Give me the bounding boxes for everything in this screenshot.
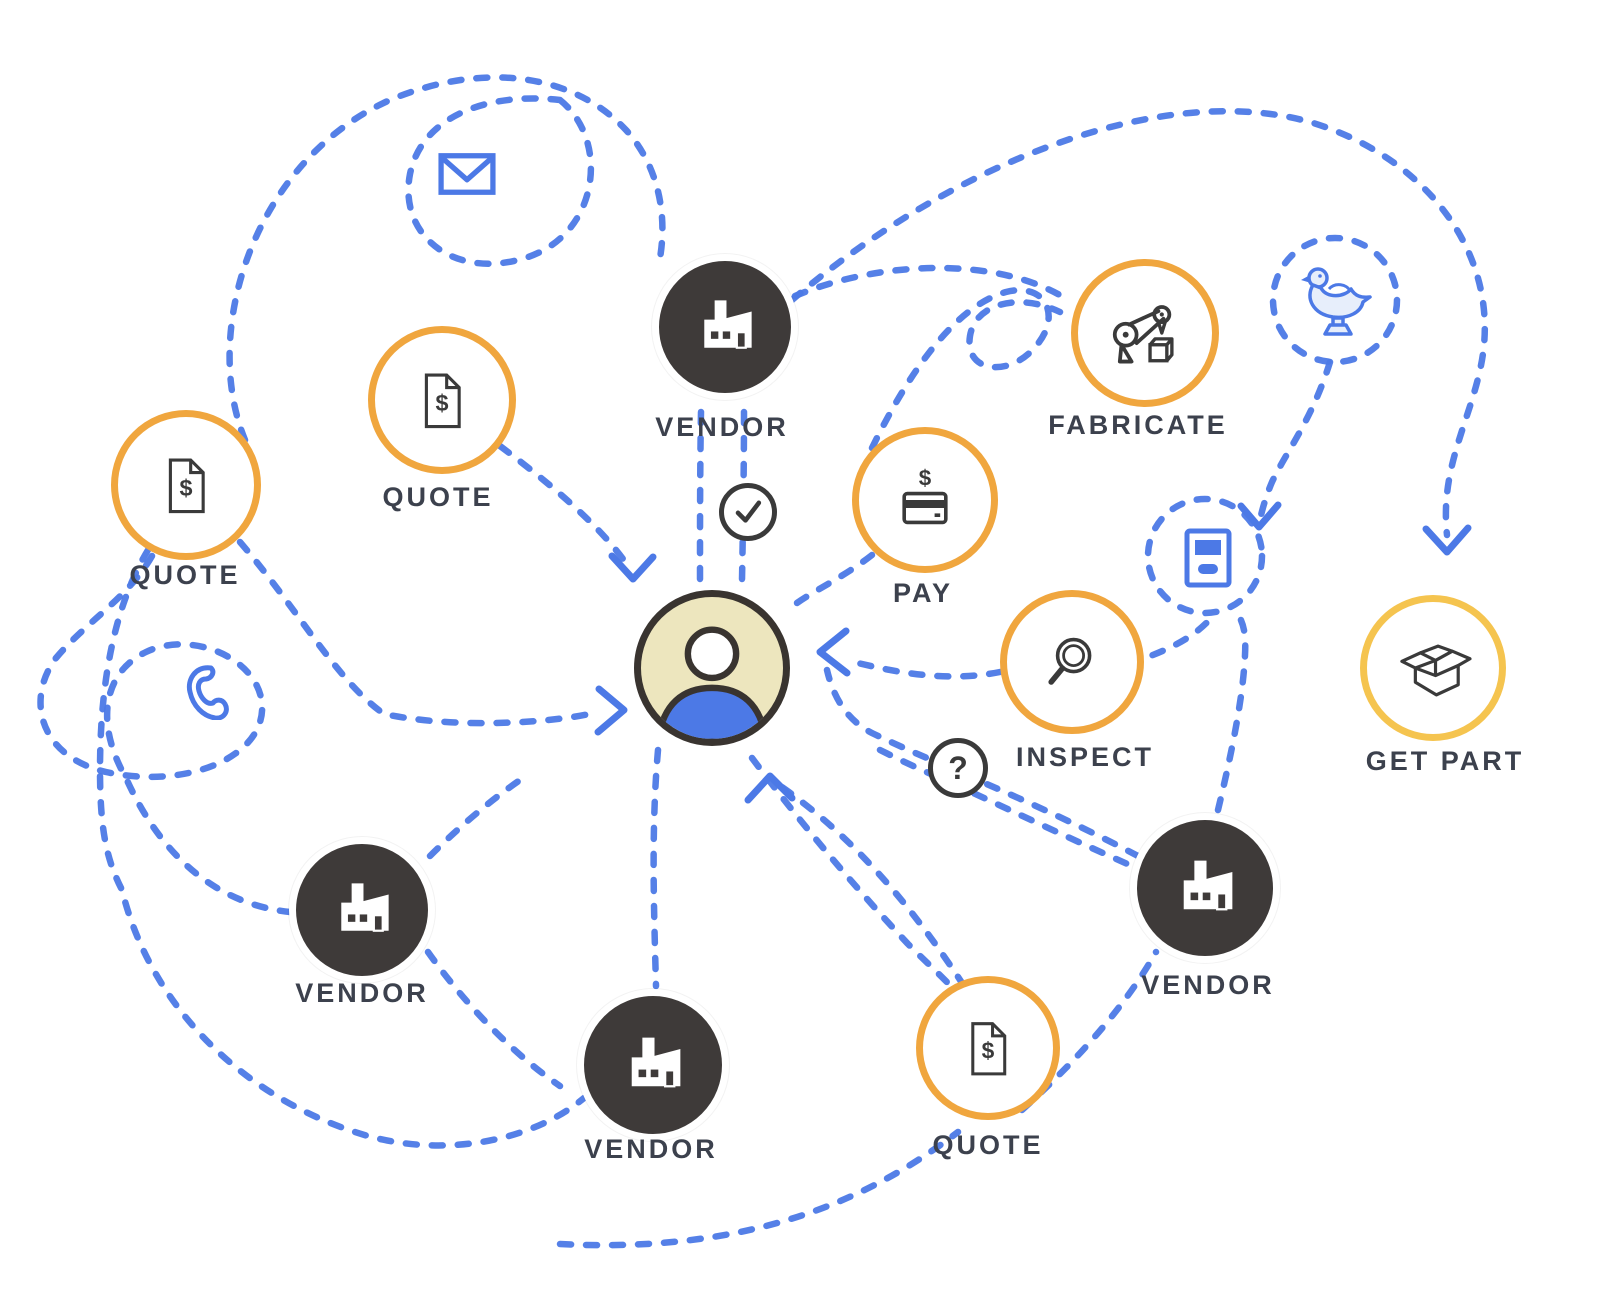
factory-icon — [704, 300, 752, 349]
wire-envelope-loop — [405, 95, 595, 267]
wire-inspect-person — [842, 656, 1004, 680]
node-vendor-bottom-center — [577, 989, 729, 1141]
wire-person-quoteb — [748, 754, 960, 996]
pigeon-icon — [1293, 258, 1377, 345]
node-label: QUOTE — [382, 482, 494, 512]
price-document-icon: $ — [971, 1022, 1007, 1076]
node-person — [634, 590, 790, 746]
check-badge — [719, 483, 777, 541]
magnifier-icon — [1048, 637, 1092, 685]
arrowhead-up-person — [744, 772, 796, 804]
node-quote-bottom: $ — [916, 976, 1060, 1120]
arrowhead-down-fax — [1237, 501, 1282, 531]
wire-quoteul-person — [496, 442, 632, 570]
node-quote-left: $ — [111, 410, 261, 560]
arrowhead-left-person — [816, 627, 851, 677]
svg-text:$: $ — [179, 475, 192, 501]
phone-icon — [177, 660, 231, 725]
wire-person-vendorbc — [650, 746, 662, 990]
wire-phone-loop — [37, 552, 294, 916]
wire-pigeon-circle — [1269, 234, 1401, 366]
wire-vendorbl-up — [426, 772, 530, 860]
robot-arm-icon — [1112, 305, 1174, 364]
factory-icon — [631, 1037, 681, 1088]
factory-icon — [1183, 860, 1233, 911]
node-label: QUOTE — [129, 560, 241, 590]
wire-vendor-getpart-arc — [788, 108, 1488, 539]
svg-text:$: $ — [435, 390, 448, 416]
wire-vendortop-person-1 — [696, 408, 705, 584]
question-badge: ? — [928, 738, 988, 798]
node-label: VENDOR — [584, 1134, 718, 1164]
wire-vendorbl-down — [424, 948, 564, 1090]
node-label: GET PART — [1365, 746, 1525, 776]
node-vendor-top — [652, 254, 798, 400]
wire-quoteb-person — [768, 776, 968, 990]
fax-icon — [1184, 528, 1232, 593]
node-vendor-bottom-left — [289, 837, 435, 983]
wire-vendorright-fax — [1214, 614, 1249, 814]
price-document-icon: $ — [424, 373, 461, 429]
arrowhead-down-getpart — [1422, 524, 1472, 556]
wire-quoteleft-swoosh — [96, 546, 588, 1149]
wire-vendor-fabricate — [791, 264, 1072, 304]
wire-pay-fabricate-loop — [868, 287, 1064, 452]
check-icon — [735, 500, 762, 523]
node-label: VENDOR — [295, 978, 429, 1008]
person-icon — [655, 626, 769, 739]
node-label: PAY — [892, 578, 954, 608]
wire-fax-circle — [1144, 495, 1266, 617]
node-label: VENDOR — [655, 412, 789, 442]
svg-text:$: $ — [919, 466, 932, 491]
open-box-icon — [1400, 644, 1472, 697]
wire-quoteleft-person — [236, 538, 602, 727]
node-label: FABRICATE — [1048, 410, 1228, 440]
wire-vendorright-person — [823, 666, 1142, 860]
credit-card-icon: $ — [902, 466, 948, 525]
node-label: INSPECT — [1015, 742, 1155, 772]
node-vendor-right — [1130, 813, 1280, 963]
node-fabricate — [1071, 259, 1219, 407]
wire-pigeon-fax — [1256, 358, 1334, 524]
price-document-icon: $ — [168, 458, 205, 514]
node-quote-upper-left: $ — [368, 326, 516, 474]
wire-bottom-swoosh — [556, 1128, 962, 1249]
wire-pay-person — [784, 551, 876, 614]
question-icon: ? — [948, 750, 968, 786]
node-label: QUOTE — [932, 1130, 1044, 1160]
node-get-part — [1360, 595, 1506, 741]
node-label: VENDOR — [1141, 970, 1275, 1000]
arrowhead-right-person — [594, 685, 628, 736]
arrowhead-down-person — [608, 552, 657, 583]
node-inspect — [1000, 590, 1144, 734]
envelope-icon — [436, 150, 498, 203]
svg-text:$: $ — [982, 1038, 995, 1064]
factory-icon — [341, 883, 389, 932]
node-pay: $ — [852, 427, 998, 573]
